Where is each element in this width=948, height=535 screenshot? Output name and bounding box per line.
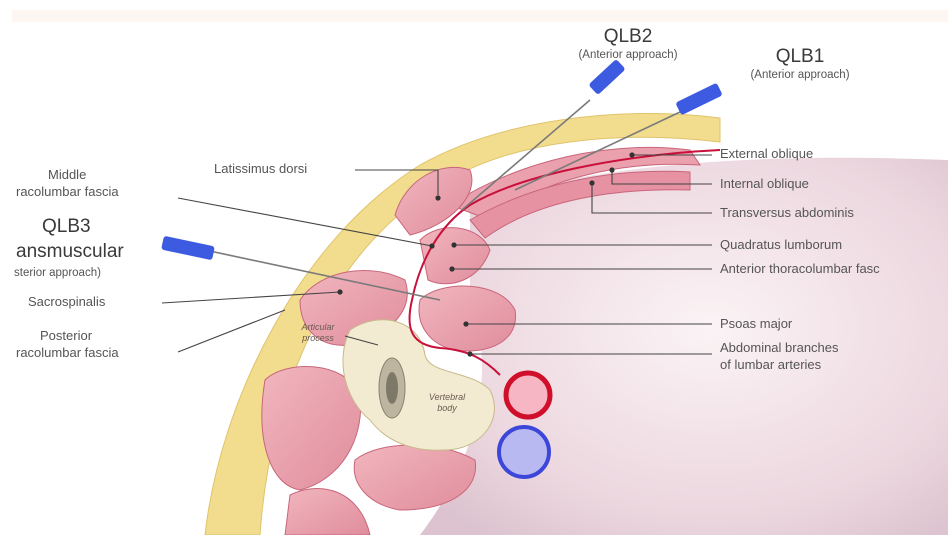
dot-abdominal-branches [467, 351, 472, 356]
artery-circle [506, 373, 550, 417]
label-middle-fascia-2: racolumbar fascia [16, 184, 119, 199]
vein-circle [499, 427, 549, 477]
label-middle-fascia-1: Middle [48, 167, 86, 182]
label-posterior-fascia-2: racolumbar fascia [16, 345, 119, 360]
label-articular-2: process [301, 333, 334, 343]
psoas-major-muscle [419, 286, 516, 351]
deep-back-muscle-upper [262, 366, 361, 490]
label-articular-1: Articular [300, 322, 335, 332]
dot-quadratus [451, 242, 456, 247]
qlb3-line2: ansmuscular [16, 241, 124, 262]
qlb3-subtitle: sterior approach) [14, 267, 101, 279]
dot-internal-oblique [609, 167, 614, 172]
label-sacrospinalis: Sacrospinalis [28, 294, 106, 309]
label-abdominal-branches-2: of lumbar arteries [720, 357, 822, 372]
qlb2-title: QLB2 [604, 26, 653, 47]
label-external-oblique: External oblique [720, 146, 813, 161]
label-vertebral-2: body [437, 403, 457, 413]
label-quadratus-lumborum: Quadratus lumborum [720, 237, 842, 252]
dot-external-oblique [629, 152, 634, 157]
label-anterior-fascia: Anterior thoracolumbar fasc [720, 261, 880, 276]
deep-back-muscle-lower [285, 488, 370, 535]
label-psoas-major: Psoas major [720, 316, 793, 331]
dot-middle-fascia [429, 243, 434, 248]
qlb1-subtitle: (Anterior approach) [750, 69, 849, 81]
dot-sacrospinalis [337, 289, 342, 294]
label-latissimus-dorsi: Latissimus dorsi [214, 161, 307, 176]
qlb3-title: QLB3 [42, 216, 91, 237]
label-internal-oblique: Internal oblique [720, 176, 809, 191]
label-transversus-abdominis: Transversus abdominis [720, 205, 854, 220]
qlb2-subtitle: (Anterior approach) [578, 49, 677, 61]
dot-anterior-fascia [449, 266, 454, 271]
label-abdominal-branches-1: Abdominal branches [720, 340, 839, 355]
qlb1-title: QLB1 [776, 46, 825, 67]
dot-psoas [463, 321, 468, 326]
top-band [12, 10, 948, 22]
dot-latissimus [435, 195, 440, 200]
label-vertebral-1: Vertebral [429, 392, 466, 402]
label-posterior-fascia-1: Posterior [40, 328, 93, 343]
spinal-cord [386, 372, 398, 404]
dot-transversus [589, 180, 594, 185]
